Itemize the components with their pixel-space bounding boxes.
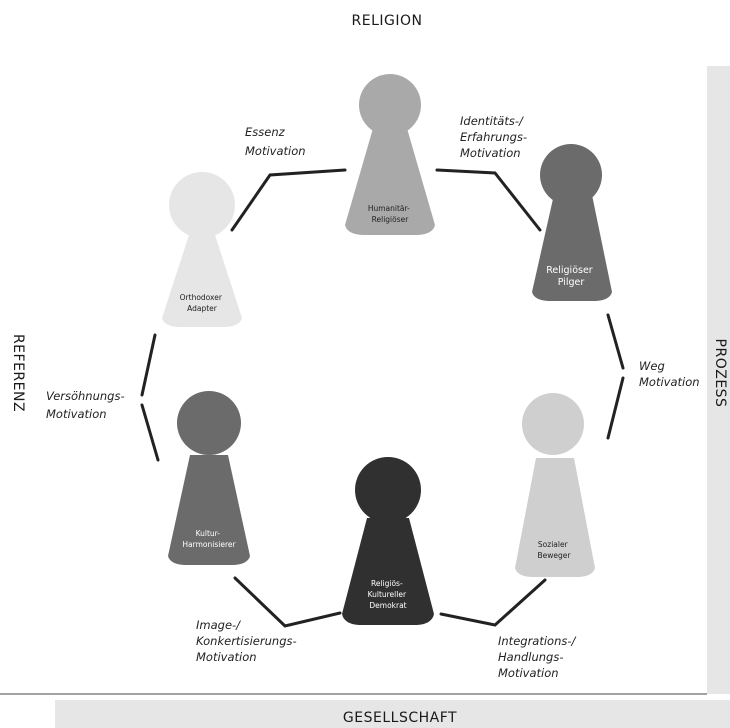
figure-sozialer-beweger: Sozialer Beweger <box>515 393 595 577</box>
motivation-line: Integrations-/ <box>498 634 577 648</box>
connector-versoehnungs-bottom <box>140 403 160 462</box>
connector-image <box>233 576 342 628</box>
figure-label-humanitaer: Humanitär- Religiöser <box>368 204 412 224</box>
connector-weg-top <box>606 313 625 370</box>
motivation-line: Motivation <box>46 407 107 421</box>
pawn-body <box>162 232 242 327</box>
motivation-weg: Weg Motivation <box>639 359 700 389</box>
motivation-identitaets: Identitäts-/ Erfahrungs- Motivation <box>460 114 531 160</box>
figure-label-kultur: Kultur- Harmonisierer <box>182 529 236 549</box>
motivation-line: Erfahrungs- <box>460 130 527 144</box>
connector-lines <box>140 168 625 628</box>
motivation-line: Motivation <box>498 666 559 680</box>
motivation-versoehnungs: Versöhnungs- Motivation <box>46 389 128 421</box>
pawn-body <box>345 118 435 235</box>
figure-label-line: Religiös- <box>371 579 403 588</box>
axis-label-left: REFERENZ <box>10 334 26 412</box>
connector-essenz <box>230 168 347 232</box>
pawn-head <box>355 457 421 523</box>
figure-orthodoxer-adapter: Orthodoxer Adapter <box>162 172 242 327</box>
figure-label-line: Pilger <box>558 277 585 288</box>
motivation-line: Handlungs- <box>498 650 564 664</box>
pawn-head <box>177 391 241 455</box>
motivation-line: Motivation <box>460 146 521 160</box>
pawn-body <box>342 518 434 625</box>
figure-religioeser-pilger: Religiöser Pilger <box>532 144 612 301</box>
figure-label-line: Beweger <box>538 551 572 560</box>
motivation-line: Image-/ <box>196 618 241 632</box>
pawn-head <box>522 393 584 455</box>
motivation-line: Essenz <box>245 125 286 139</box>
motivation-line: Motivation <box>196 650 257 664</box>
pawn-head <box>540 144 602 206</box>
connector-identitaets <box>435 168 542 232</box>
motivation-line: Konkertisierungs- <box>196 634 297 648</box>
connector-weg-bottom <box>606 376 625 440</box>
axis-label-bottom: GESELLSCHAFT <box>343 710 457 726</box>
motivation-line: Versöhnungs- <box>46 389 125 403</box>
figure-label-line: Religiöser <box>372 215 410 224</box>
connector-versoehnungs-top <box>140 333 157 397</box>
figure-label-orthodoxer: Orthodoxer Adapter <box>180 293 225 313</box>
pawn-head <box>359 74 421 136</box>
motivation-line: Motivation <box>639 375 700 389</box>
motivation-line: Motivation <box>245 144 306 158</box>
figure-label-pilger: Religiöser Pilger <box>546 265 596 288</box>
axis-label-right: PROZESS <box>712 339 728 408</box>
pawn-head <box>169 172 235 238</box>
society-axis-bar <box>55 700 730 728</box>
figure-label-line: Harmonisierer <box>182 540 236 549</box>
figure-label-demokrat: Religiös- Kultureller Demokrat <box>368 579 409 610</box>
motivation-integrations: Integrations-/ Handlungs- Motivation <box>498 634 579 680</box>
figure-label-line: Adapter <box>187 304 218 313</box>
figure-kultur-harmonisierer: Kultur- Harmonisierer <box>168 391 250 565</box>
pawn-body <box>532 190 612 301</box>
figure-label-line: Kultureller <box>368 590 407 599</box>
figure-label-line: Kultur- <box>196 529 221 538</box>
figure-label-line: Demokrat <box>369 601 406 610</box>
figure-label-line: Sozialer <box>538 540 569 549</box>
pawn-body <box>168 455 250 565</box>
figure-label-line: Orthodoxer <box>180 293 223 302</box>
figure-humanitaer: Humanitär- Religiöser <box>345 74 435 235</box>
motivation-image: Image-/ Konkertisierungs- Motivation <box>196 618 300 664</box>
figure-label-sozialer: Sozialer Beweger <box>538 540 572 560</box>
connector-integrations <box>439 578 547 627</box>
figure-label-line: Humanitär- <box>368 204 410 213</box>
motivation-essenz: Essenz Motivation <box>245 125 306 158</box>
figure-religioes-kultureller-demokrat: Religiös- Kultureller Demokrat <box>342 457 434 625</box>
pawn-body <box>515 458 595 577</box>
axis-label-top: RELIGION <box>352 13 423 29</box>
process-axis-bar <box>707 66 730 694</box>
motivation-line: Weg <box>639 359 665 373</box>
motivation-line: Identitäts-/ <box>460 114 524 128</box>
figure-label-line: Religiöser <box>546 265 593 276</box>
